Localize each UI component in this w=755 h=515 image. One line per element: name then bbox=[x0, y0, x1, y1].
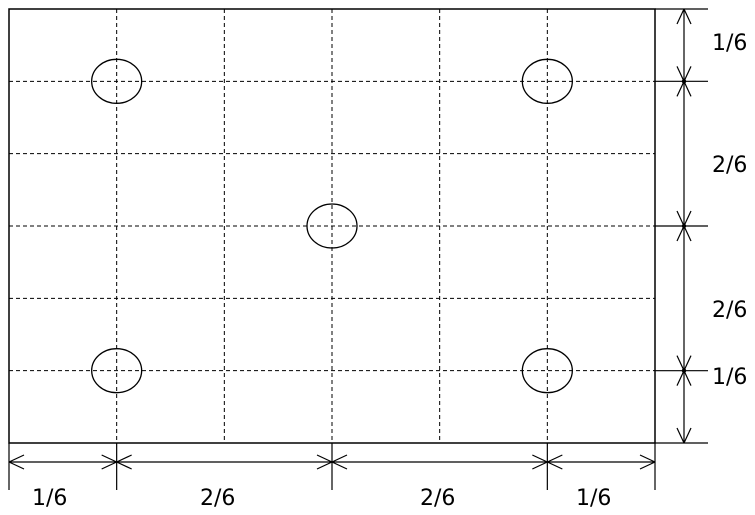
dim-label-right-2: 2/6 bbox=[712, 153, 747, 178]
arrowhead bbox=[683, 8, 692, 25]
arrowhead bbox=[676, 427, 685, 444]
holes bbox=[91, 58, 573, 394]
arrowhead bbox=[316, 461, 333, 470]
hole-circle bbox=[521, 58, 573, 104]
arrowhead bbox=[683, 225, 692, 242]
arrowhead bbox=[8, 454, 25, 463]
arrowhead bbox=[683, 355, 692, 371]
dimension-lines bbox=[8, 8, 708, 490]
arrowhead bbox=[101, 454, 117, 463]
arrowhead bbox=[683, 427, 692, 444]
hole-circle bbox=[306, 203, 358, 249]
tick-dot bbox=[681, 223, 687, 229]
arrowhead bbox=[676, 210, 685, 227]
hole-circle bbox=[521, 348, 573, 394]
arrowhead bbox=[331, 461, 348, 470]
arrowhead bbox=[8, 461, 25, 470]
arrowhead bbox=[683, 210, 692, 227]
tick-dot bbox=[681, 79, 687, 84]
arrowhead bbox=[639, 454, 656, 463]
dim-label-bottom-2: 2/6 bbox=[200, 486, 235, 511]
arrowhead bbox=[676, 370, 685, 386]
arrowhead bbox=[676, 8, 685, 25]
arrowhead bbox=[639, 461, 656, 470]
arrowhead bbox=[331, 454, 348, 463]
arrowhead bbox=[101, 461, 117, 470]
dim-label-right-3: 2/6 bbox=[712, 298, 747, 323]
arrowhead bbox=[683, 66, 692, 82]
dim-label-right-1: 1/6 bbox=[712, 31, 747, 56]
arrowhead bbox=[116, 461, 132, 470]
dim-label-bottom-3: 2/6 bbox=[420, 486, 455, 511]
arrowhead bbox=[316, 454, 333, 463]
dim-label-bottom-1: 1/6 bbox=[32, 486, 67, 511]
arrowhead bbox=[676, 225, 685, 242]
arrowhead bbox=[532, 454, 548, 463]
hole-circle bbox=[91, 58, 143, 104]
grid-lines bbox=[9, 9, 655, 443]
tick-dot bbox=[681, 368, 687, 373]
arrowhead bbox=[116, 454, 132, 463]
arrowhead bbox=[676, 355, 685, 371]
dim-label-bottom-4: 1/6 bbox=[576, 486, 611, 511]
hole-circle bbox=[91, 348, 143, 394]
dim-label-right-4: 1/6 bbox=[712, 365, 747, 390]
arrowhead bbox=[676, 81, 685, 97]
arrowhead bbox=[676, 66, 685, 82]
arrowhead bbox=[532, 461, 548, 470]
arrowhead bbox=[683, 81, 692, 97]
arrowhead bbox=[683, 370, 692, 386]
arrowhead bbox=[547, 461, 563, 470]
arrowhead bbox=[547, 454, 563, 463]
